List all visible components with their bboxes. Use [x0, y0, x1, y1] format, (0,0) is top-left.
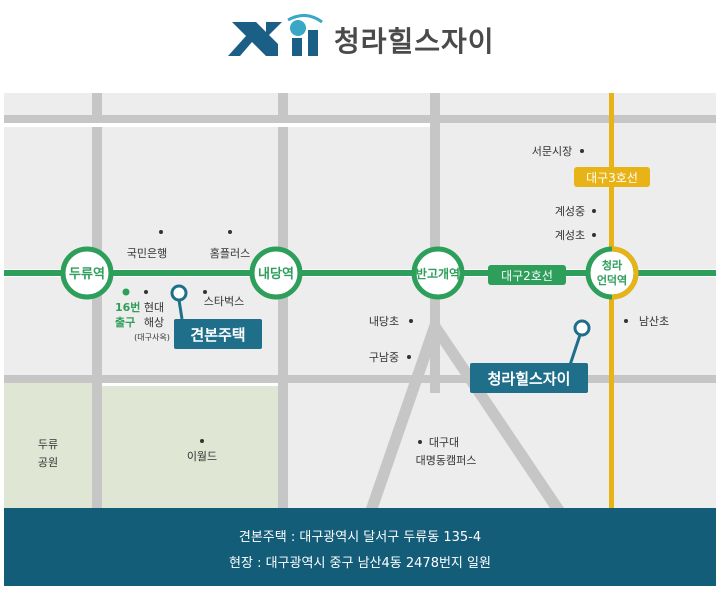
poi-daegu-univ-1: 대구대: [429, 436, 459, 449]
brand-name: 청라힐스자이: [334, 25, 495, 58]
poi-daegu-univ-2: 대명동캠퍼스: [416, 454, 477, 467]
header: 청라힐스자이: [0, 0, 720, 92]
road-horizontal-lower: [4, 375, 716, 383]
exit-16-line2: 출구: [115, 315, 135, 329]
road-diagonal-right: [430, 321, 564, 508]
poi-hyundai-3: (대구사옥): [134, 333, 170, 342]
park-block-right: [102, 383, 278, 508]
site-marker-icon: [568, 319, 591, 366]
poi-starbucks: 스타벅스: [204, 295, 244, 308]
station-naedang: 내당역: [249, 246, 303, 300]
poi-naedang-elem: 내당초: [369, 315, 399, 328]
poi-gyeseong-elem: 계성초: [555, 229, 585, 242]
line-3-label: 대구3호선: [574, 167, 650, 187]
gyeonbon-marker-icon: [170, 284, 188, 320]
poi-gukmin-bank: 국민은행: [127, 247, 167, 260]
line-2-text: 대구2호선: [501, 269, 553, 283]
poi-duryu-park-2: 공원: [38, 456, 58, 469]
line-2-label: 대구2호선: [488, 265, 566, 285]
road-white-park: [102, 383, 278, 386]
site-callout: 청라힐스자이: [470, 363, 588, 393]
footer-address-gyeonbon: 견본주택 : 대구광역시 달서구 두류동 135-4: [238, 530, 482, 545]
map-svg: 대구2호선 대구3호선 두류역 내당역 반고개역 청라: [4, 93, 716, 508]
xi-logo-icon: [228, 14, 323, 56]
poi-gunam-middle: 구남중: [369, 351, 399, 364]
line-3-text: 대구3호선: [586, 171, 638, 185]
road-vertical-3: [430, 93, 440, 393]
exit-16-dot-icon: [122, 288, 130, 296]
road-top: [4, 115, 716, 123]
address-footer: 견본주택 : 대구광역시 달서구 두류동 135-4 현장 : 대구광역시 중구…: [4, 508, 716, 586]
station-duryu-label: 두류역: [69, 266, 105, 282]
poi-namsan-elem: 남산초: [639, 315, 669, 328]
road-vertical-1: [92, 93, 102, 508]
station-bango-label: 반고개역: [416, 266, 460, 281]
station-cheongna-label-top: 청라: [602, 258, 623, 272]
exit-16-line1: 16번: [115, 300, 140, 314]
park-block-left: [4, 383, 92, 508]
poi-hyundai-1: 현대: [144, 301, 164, 314]
poi-hyundai-2: 해상: [144, 315, 164, 329]
poi-duryu-park-1: 두류: [38, 438, 58, 451]
poi-seomun-market: 서문시장: [532, 145, 572, 158]
site-callout-text: 청라힐스자이: [488, 370, 571, 388]
subway-line-3: [609, 93, 614, 508]
poi-gyeseong-middle: 계성중: [555, 205, 585, 218]
station-cheongna-label-bottom: 언덕역: [597, 273, 627, 287]
poi-homeplus: 홈플러스: [210, 246, 250, 260]
station-bango: 반고개역: [411, 246, 465, 300]
station-cheongna: 청라 언덕역: [585, 246, 639, 300]
gyeonbon-callout-text: 견본주택: [190, 326, 245, 344]
station-naedang-label: 내당역: [258, 266, 294, 282]
location-map: 대구2호선 대구3호선 두류역 내당역 반고개역 청라: [4, 93, 716, 508]
road-vertical-2: [278, 93, 288, 508]
road-white-top: [4, 123, 430, 127]
footer-address-site: 현장 : 대구광역시 중구 남산4동 2478번지 일원: [229, 556, 491, 571]
gyeonbon-callout: 견본주택: [174, 319, 262, 349]
road-diagonal-left: [366, 323, 440, 508]
station-duryu: 두류역: [60, 246, 114, 300]
poi-eworld: 이월드: [187, 450, 217, 463]
subway-line-2: [4, 270, 716, 276]
